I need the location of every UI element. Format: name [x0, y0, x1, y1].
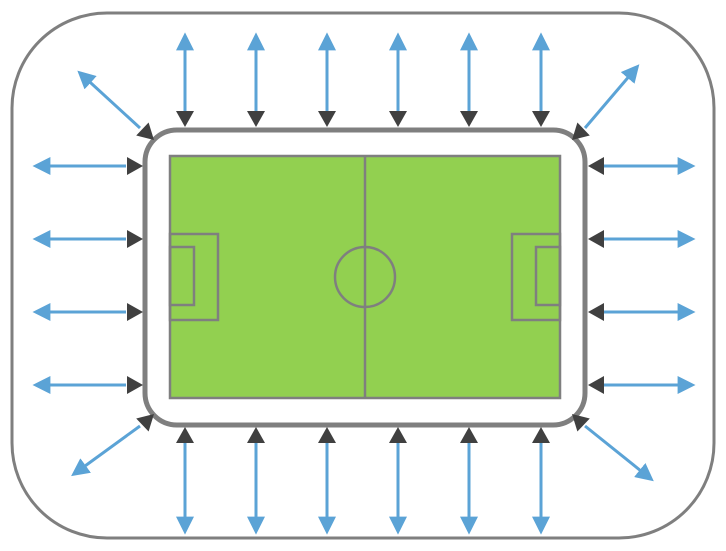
- entry-marker-bottom-1: [176, 427, 194, 443]
- outer-boundary: [10, 11, 716, 540]
- entry-marker-bottom-6: [532, 427, 550, 443]
- left-goal-area: [168, 245, 196, 307]
- exit-arrows-group: [32, 32, 696, 535]
- entry-marker-left-2: [127, 230, 143, 248]
- entry-marker-bottom-3: [318, 427, 336, 443]
- right-goal-area: [534, 245, 562, 307]
- soccer-pitch: [168, 154, 562, 400]
- center-circle: [333, 245, 397, 309]
- entry-marker-top-6: [532, 111, 550, 127]
- exit-arrow-corner-bottom-left: [71, 424, 141, 477]
- exit-arrow-corner-top-left: [77, 70, 142, 130]
- entry-marker-right-4: [588, 376, 604, 394]
- entry-marker-top-4: [389, 111, 407, 127]
- entry-marker-right-1: [588, 157, 604, 175]
- exit-arrow-corner-bottom-right: [584, 424, 654, 482]
- entry-marker-right-2: [588, 230, 604, 248]
- entry-marker-corner-top-left: [136, 122, 154, 140]
- entry-marker-top-3: [318, 111, 336, 127]
- entry-marker-top-1: [176, 111, 194, 127]
- entry-marker-top-2: [247, 111, 265, 127]
- entry-marker-bottom-5: [460, 427, 478, 443]
- entry-markers-group: [127, 111, 604, 443]
- entry-marker-left-1: [127, 157, 143, 175]
- entry-marker-corner-top-right: [572, 122, 590, 140]
- exit-arrow-corner-top-right: [583, 64, 640, 129]
- entry-marker-right-3: [588, 303, 604, 321]
- entry-marker-top-5: [460, 111, 478, 127]
- entry-marker-corner-bottom-left: [136, 414, 154, 432]
- entry-marker-bottom-2: [247, 427, 265, 443]
- entry-marker-left-3: [127, 303, 143, 321]
- entry-marker-left-4: [127, 376, 143, 394]
- entry-marker-corner-bottom-right: [572, 414, 590, 432]
- entry-marker-bottom-4: [389, 427, 407, 443]
